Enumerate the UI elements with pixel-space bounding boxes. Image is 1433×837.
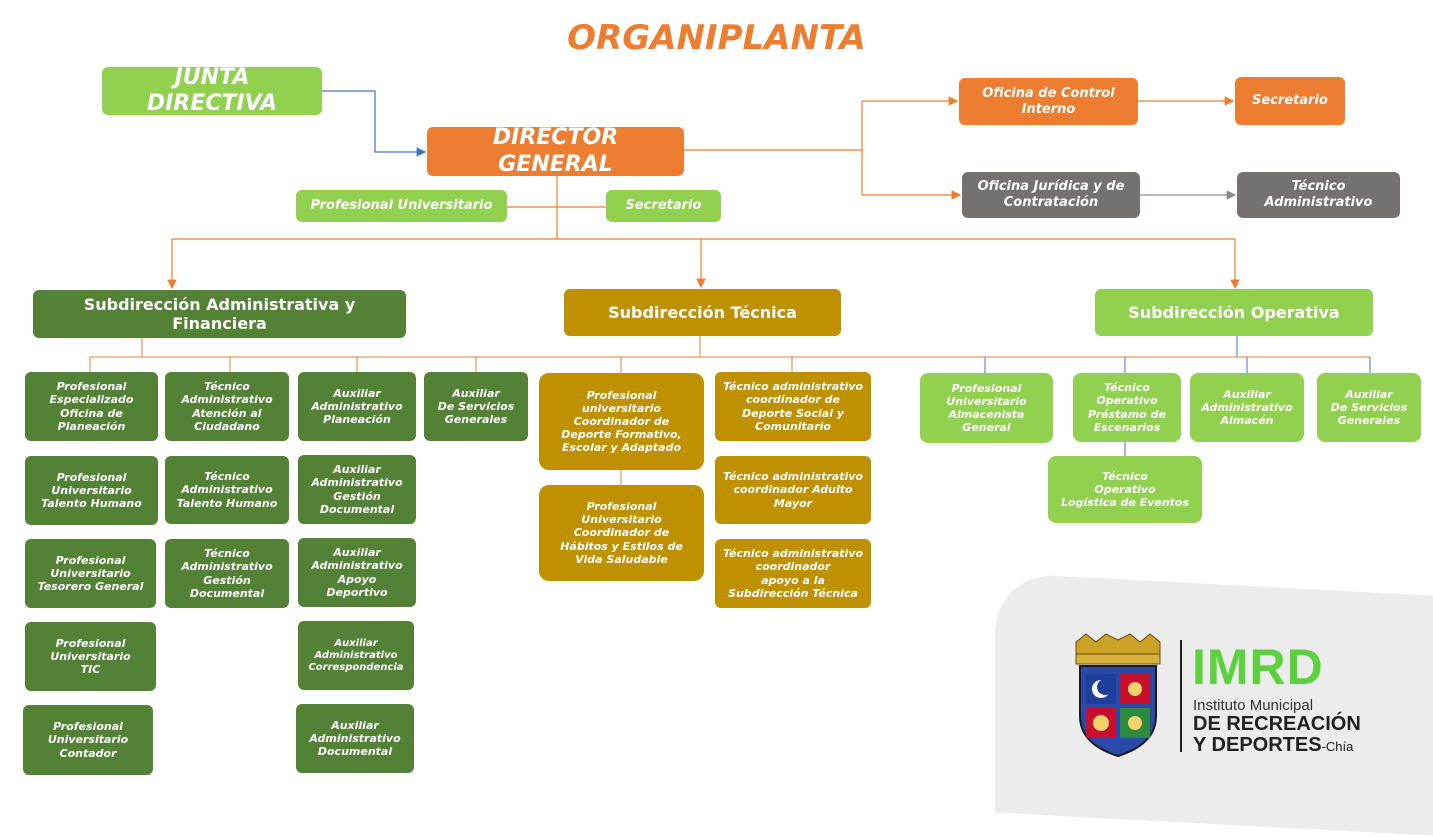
admin-col2-item-label: Auxiliar Administrativo Correspondencia: [308, 637, 404, 673]
profesional-universitario-label: Profesional Universitario: [310, 198, 493, 214]
admin-col2-item: Auxiliar Administrativo Planeación: [298, 372, 416, 441]
admin-col1-item-label: Técnico Administrativo Talento Humano: [176, 470, 278, 510]
tecnica-col1-item: Técnico administrativo coordinador de De…: [715, 372, 871, 441]
operativa-servicios-box: Auxiliar De Servicios Generales: [1317, 373, 1421, 442]
junta-directiva-label: JUNTA DIRECTIVA: [146, 64, 278, 116]
tecnica-col1-item-label: Técnico administrativo coordinador apoyo…: [722, 547, 864, 600]
logo-divider: [1180, 640, 1182, 752]
control-secretario-box: Secretario: [1235, 77, 1345, 125]
secretario-label: Secretario: [625, 198, 702, 214]
director-general-label: DIRECTOR GENERAL: [492, 125, 619, 177]
operativa-almacen-label: Auxiliar Administrativo Almacén: [1201, 387, 1293, 428]
operativa-almacen-box: Auxiliar Administrativo Almacén: [1190, 373, 1304, 442]
admin-col0-item: Profesional Universitario Talento Humano: [25, 456, 158, 525]
tecnica-col1-item: Técnico administrativo coordinador Adult…: [715, 456, 871, 524]
director-general-box: DIRECTOR GENERAL: [427, 125, 684, 177]
tecnica-col0-item-label: Profesional universitario Coordinador de…: [561, 388, 682, 455]
profesional-universitario-box: Profesional Universitario: [296, 190, 507, 222]
logo-line2: DE RECREACIÓN: [1193, 713, 1361, 735]
subdireccion-administrativa-box: Subdirección Administrativa y Financiera: [33, 290, 406, 338]
control-interno-label: Oficina de Control Interno: [982, 85, 1115, 117]
tecnico-administrativo-label: Técnico Administrativo: [1264, 179, 1373, 210]
admin-col0-item-label: Profesional Universitario Tesorero Gener…: [37, 553, 144, 594]
control-secretario-label: Secretario: [1252, 93, 1328, 109]
operativa-logistica-label: Técnico Operativo Logística de Eventos: [1060, 469, 1190, 510]
operativa-almacenista-label: Profesional Universitario Almacenista Ge…: [946, 381, 1027, 435]
tecnica-col0-item: Profesional universitario Coordinador de…: [539, 373, 704, 470]
admin-col2-item-label: Auxiliar Administrativo Apoyo Deportivo: [311, 546, 403, 599]
admin-col0-item: Profesional Universitario TIC: [25, 622, 156, 691]
control-interno-box: Oficina de Control Interno: [959, 78, 1138, 125]
secretario-box: Secretario: [606, 190, 721, 222]
admin-col0-item-label: Profesional Universitario Talento Humano: [41, 470, 142, 511]
admin-col3-item-label: Auxiliar De Servicios Generales: [437, 386, 515, 427]
tecnica-col1-item-label: Técnico administrativo coordinador Adult…: [722, 470, 864, 510]
admin-col1-item-label: Técnico Administrativo Gestión Documenta…: [181, 547, 273, 600]
tecnica-col0-item: Profesional Universitario Coordinador de…: [539, 485, 704, 581]
logo-line3: Y DEPORTES-Chía: [1193, 734, 1353, 757]
tecnica-col1-item: Técnico administrativo coordinador apoyo…: [715, 539, 871, 608]
page-title: ORGANIPLANTA: [567, 18, 866, 58]
subdireccion-administrativa-label: Subdirección Administrativa y Financiera: [83, 294, 356, 333]
admin-col0-item-label: Profesional Especializado Oficina de Pla…: [49, 380, 134, 433]
operativa-logistica-box: Técnico Operativo Logística de Eventos: [1048, 456, 1202, 523]
tecnica-col0-item-label: Profesional Universitario Coordinador de…: [560, 500, 683, 566]
admin-col3-item: Auxiliar De Servicios Generales: [424, 372, 528, 441]
operativa-prestamo-label: Técnico Operativo Préstamo de Escenarios: [1087, 381, 1167, 434]
admin-col1-item: Técnico Administrativo Gestión Documenta…: [165, 539, 289, 608]
logo-chia: -Chía: [1321, 739, 1354, 754]
admin-col1-item: Técnico Administrativo Talento Humano: [165, 456, 289, 524]
tecnico-administrativo-box: Técnico Administrativo: [1237, 172, 1400, 218]
admin-col1-item-label: Técnico Administrativo Atención al Ciuda…: [181, 380, 273, 433]
operativa-almacenista-box: Profesional Universitario Almacenista Ge…: [920, 373, 1053, 443]
admin-col2-item-label: Auxiliar Administrativo Gestión Document…: [311, 463, 403, 516]
subdireccion-operativa-label: Subdirección Operativa: [1128, 302, 1340, 322]
imrd-logo-text: IMRD: [1192, 639, 1324, 695]
operativa-servicios-label: Auxiliar De Servicios Generales: [1330, 387, 1408, 428]
tecnica-col1-item-label: Técnico administrativo coordinador de De…: [722, 380, 864, 433]
connector-lines: [89, 90, 1371, 485]
admin-col0-item: Profesional Universitario Contador: [23, 705, 153, 775]
admin-col2-item: Auxiliar Administrativo Apoyo Deportivo: [298, 538, 416, 607]
admin-col1-item: Técnico Administrativo Atención al Ciuda…: [165, 372, 289, 441]
logo-line3-text: Y DEPORTES: [1193, 734, 1322, 756]
admin-col2-item: Auxiliar Administrativo Correspondencia: [298, 621, 414, 690]
admin-col0-item: Profesional Universitario Tesorero Gener…: [25, 539, 156, 608]
subdireccion-tecnica-label: Subdirección Técnica: [608, 302, 797, 322]
admin-col2-item-label: Auxiliar Administrativo Planeación: [311, 386, 403, 427]
admin-col0-item-label: Profesional Universitario TIC: [50, 636, 131, 677]
oficina-juridica-box: Oficina Jurídica y de Contratación: [962, 172, 1140, 218]
operativa-prestamo-box: Técnico Operativo Préstamo de Escenarios: [1073, 373, 1181, 442]
oficina-juridica-label: Oficina Jurídica y de Contratación: [977, 179, 1125, 210]
admin-col2-item: Auxiliar Administrativo Documental: [296, 704, 414, 773]
subdireccion-operativa-box: Subdirección Operativa: [1095, 289, 1373, 336]
admin-col0-item: Profesional Especializado Oficina de Pla…: [25, 372, 158, 441]
admin-col0-item-label: Profesional Universitario Contador: [47, 720, 129, 760]
subdireccion-tecnica-box: Subdirección Técnica: [564, 289, 841, 336]
junta-directiva-box: JUNTA DIRECTIVA: [102, 64, 322, 116]
logo-line1: Instituto Municipal: [1193, 697, 1314, 714]
chia-coat-of-arms-icon: [1075, 633, 1161, 758]
admin-col2-item-label: Auxiliar Administrativo Documental: [309, 718, 401, 759]
admin-col2-item: Auxiliar Administrativo Gestión Document…: [298, 455, 416, 524]
